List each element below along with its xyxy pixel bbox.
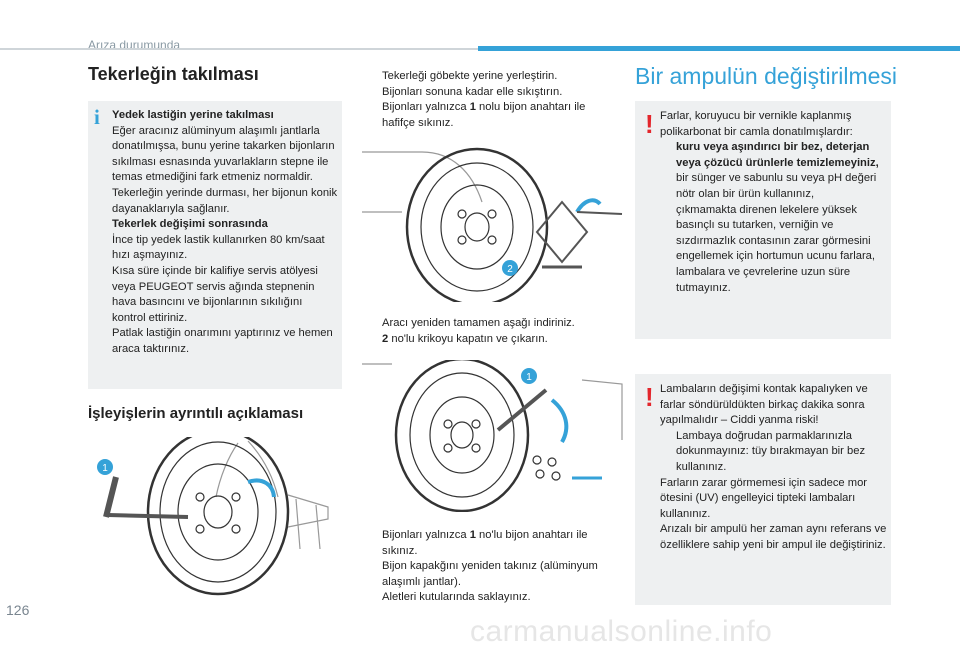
watermark: carmanualsonline.info: [470, 615, 773, 648]
list-item-text: Bijonları yalnızca 1 no'lu bijon anahtar…: [382, 528, 620, 559]
warning-list-text: bir sünger ve sabunlu su veya pH değeri …: [676, 172, 877, 200]
callout-1-badge: [97, 459, 113, 475]
warning-box-bulb-change: ! Lambaların değişimi kontak kapalıyken …: [635, 374, 891, 605]
list-item-text: Tekerleği göbekte yerine yerleştirin.: [382, 69, 620, 85]
callout-2-badge: [502, 260, 518, 276]
warning-list-text: Lambaya doğrudan parmaklarınızla dokunma…: [676, 429, 866, 473]
warning-list-item: çıkmamakta direnen lekelere yüksek basın…: [660, 203, 888, 297]
list-item: Aletleri kutularında saklayınız.: [366, 590, 620, 606]
list-item-text: Bijon kapakğını yeniden takınız (alüminy…: [382, 559, 620, 590]
callout-2-label: 2: [507, 264, 513, 275]
jack-wheel-illustration: 2: [362, 147, 623, 302]
bullet-arrow-icon: [366, 528, 382, 559]
warning-text-2: Lambaların değişimi kontak kapalıyken ve…: [660, 382, 888, 554]
warning-icon: !: [645, 109, 654, 139]
header-rule-gray: [0, 48, 478, 50]
warning-intro: Farlar, koruyucu bir vernikle kaplanmış …: [660, 110, 853, 138]
bullet-arrow-icon: [366, 316, 382, 332]
warning-list-item: bir sünger ve sabunlu su veya pH değeri …: [660, 171, 888, 202]
list-item: Aracı yeniden tamamen aşağı indiriniz.: [366, 316, 620, 332]
wrench-wheel-illustration: 1: [97, 437, 329, 596]
part-number: 2: [382, 332, 389, 345]
steps-list-2: Aracı yeniden tamamen aşağı indiriniz. 2 …: [366, 316, 620, 347]
list-item-text-part: no'lu bijon anahtarı ile sıkınız.: [382, 529, 588, 557]
callout-1-label: 1: [102, 463, 108, 474]
list-item: 2 no'lu krikoyu kapatın ve çıkarın.: [366, 332, 620, 348]
warning-box-headlamp-care: ! Farlar, koruyucu bir vernikle kaplanmı…: [635, 101, 891, 339]
info-paragraph: Eğer aracınız alüminyum alaşımlı jantlar…: [112, 124, 338, 215]
list-item-text-part: Aletleri kutularında saklayınız.: [382, 591, 531, 604]
info-paragraph: Kısa süre içinde bir kalifiye servis atö…: [112, 264, 318, 324]
info-icon: i: [94, 105, 100, 129]
info-paragraph: Patlak lastiğin onarımını yaptırınız ve …: [112, 327, 333, 355]
tighten-nuts-illustration: 1: [362, 360, 623, 512]
list-item-text-part: Bijon kapakğını yeniden takınız (alüminy…: [382, 560, 598, 588]
list-item: Tekerleği göbekte yerine yerleştirin.: [366, 69, 620, 85]
bullet-arrow-icon: [660, 140, 676, 171]
warning-list-text: çıkmamakta direnen lekelere yüksek basın…: [676, 203, 875, 294]
bullet-arrow-icon: [366, 590, 382, 606]
bullet-arrow-icon: [366, 559, 382, 590]
section-title-wheel-fitting: Tekerleğin takılması: [88, 64, 259, 84]
bullet-arrow-icon: [660, 171, 676, 202]
bullet-arrow-icon: [660, 203, 676, 297]
list-item: Bijonları yalnızca 1 nolu bijon anahtarı…: [366, 100, 620, 131]
warning-list-text: kuru veya aşındırıcı bir bez, deterjan v…: [676, 141, 879, 169]
list-item-text-part: Bijonları sonuna kadar elle sıkıştırın.: [382, 85, 563, 98]
part-number: 1: [469, 101, 476, 114]
warning-icon: !: [645, 382, 654, 412]
steps-list-1: Tekerleği göbekte yerine yerleştirin. Bij…: [366, 69, 620, 131]
bullet-arrow-icon: [366, 85, 382, 101]
info-heading: Yedek lastiğin yerine takılması: [112, 109, 274, 121]
callout-1b-badge: [521, 368, 537, 384]
list-item-text: Bijonları yalnızca 1 nolu bijon anahtarı…: [382, 100, 620, 131]
warning-list-item: kuru veya aşındırıcı bir bez, deterjan v…: [660, 140, 888, 171]
list-item-text: 2 no'lu krikoyu kapatın ve çıkarın.: [382, 332, 620, 348]
section-title-bulb-replacement: Bir ampulün değiştirilmesi: [635, 63, 898, 89]
warning-paragraph: Farların zarar görmemesi için sadece mor…: [660, 476, 868, 520]
part-number: 1: [469, 529, 476, 541]
warning-list-item: Lambaya doğrudan parmaklarınızla dokunma…: [660, 429, 888, 476]
list-item: Bijonları yalnızca 1 no'lu bijon anahtar…: [366, 528, 620, 559]
info-heading: Tekerlek değişimi sonrasında: [112, 218, 268, 231]
bullet-arrow-icon: [366, 100, 382, 131]
list-item-text-part: Bijonları yalnızca: [382, 101, 470, 114]
info-paragraph: İnce tip yedek lastik kullanırken 80 km/…: [112, 233, 325, 262]
list-item-text-part: no'lu krikoyu kapatın ve çıkarın.: [388, 332, 548, 345]
steps-list-3: Bijonları yalnızca 1 no'lu bijon anahtar…: [366, 528, 620, 606]
list-item-text-part: Tekerleği göbekte yerine yerleştirin.: [382, 70, 558, 82]
list-item: Bijonları sonuna kadar elle sıkıştırın.: [366, 85, 620, 101]
warning-paragraph: Arızalı bir ampulü her zaman aynı refera…: [660, 523, 887, 551]
warning-intro: Lambaların değişimi kontak kapalıyken ve…: [660, 383, 868, 427]
section-subtitle-procedure: İşleyişlerin ayrıntılı açıklaması: [88, 405, 304, 422]
list-item-text-part: Bijonları yalnızca: [382, 529, 470, 541]
callout-1b-label: 1: [526, 372, 532, 383]
bullet-arrow-icon: [660, 429, 676, 476]
list-item: Bijon kapakğını yeniden takınız (alüminy…: [366, 559, 620, 590]
list-item-text: Bijonları sonuna kadar elle sıkıştırın.: [382, 85, 620, 101]
list-item-text-part: Aracı yeniden tamamen aşağı indiriniz.: [382, 317, 575, 329]
list-item-text: Aracı yeniden tamamen aşağı indiriniz.: [382, 316, 620, 332]
bullet-arrow-icon: [366, 69, 382, 85]
bullet-arrow-icon: [366, 332, 382, 348]
page-number: 126: [6, 602, 30, 618]
list-item-text: Aletleri kutularında saklayınız.: [382, 590, 620, 606]
warning-text-1: Farlar, koruyucu bir vernikle kaplanmış …: [660, 109, 888, 296]
header-rule-blue: [478, 46, 960, 51]
list-item-text-part: nolu bijon anahtarı ile hafifçe sıkınız.: [382, 101, 586, 129]
